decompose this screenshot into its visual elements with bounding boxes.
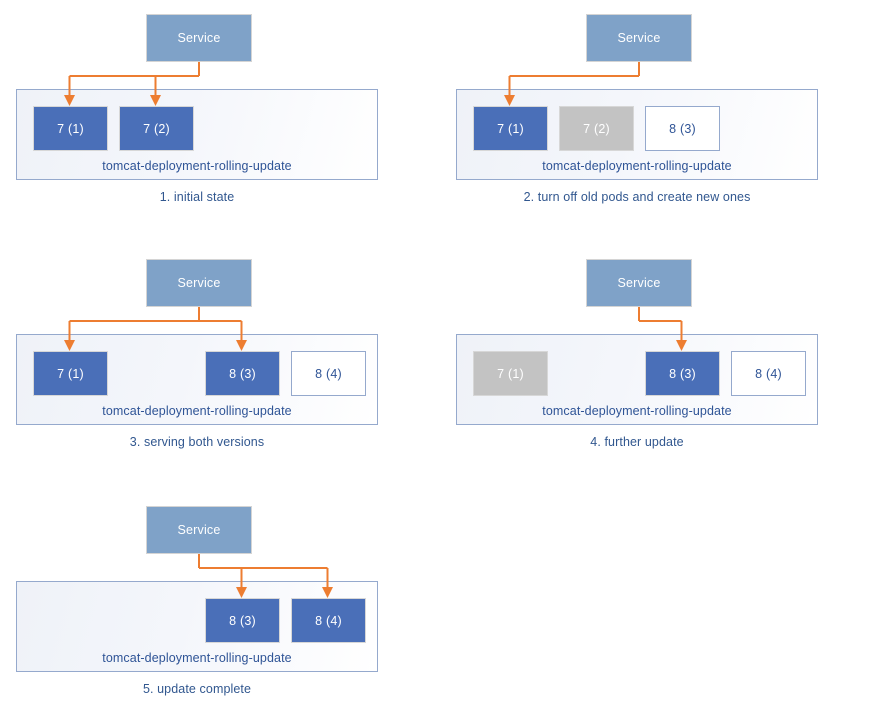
service-label: Service — [617, 31, 661, 45]
pod-box: 8 (3) — [205, 351, 280, 396]
service-box: Service — [146, 259, 252, 307]
deployment-box: 8 (3) 8 (4) tomcat-deployment-rolling-upda… — [16, 581, 378, 672]
deployment-box: 7 (1) 8 (3) 8 (4) tomcat-deployment-rolling… — [16, 334, 378, 425]
service-label: Service — [617, 276, 661, 290]
deployment-label: tomcat-deployment-rolling-update — [542, 159, 732, 173]
service-label: Service — [177, 276, 221, 290]
pod-box: 8 (4) — [731, 351, 806, 396]
service-box: Service — [146, 14, 252, 62]
pod-box: 7 (1) — [33, 106, 108, 151]
pod-box: 8 (4) — [291, 598, 366, 643]
pod-label: 8 (4) — [755, 366, 782, 381]
pod-row: 7 (1) 8 (3) 8 (4) — [17, 335, 379, 397]
service-box: Service — [146, 506, 252, 554]
pod-label: 8 (3) — [229, 366, 256, 381]
diagram-panel: Service 7 (1) 7 (2) tomcat-deployment-rolli… — [16, 0, 416, 218]
pod-label: 8 (3) — [669, 366, 696, 381]
pod-label: 8 (4) — [315, 366, 342, 381]
pod-label: 8 (3) — [669, 121, 696, 136]
diagram-panel: Service 7 (1) 7 (2) 8 (3) tomcat-deployment-… — [456, 0, 856, 218]
deployment-label: tomcat-deployment-rolling-update — [542, 404, 732, 418]
pod-label: 7 (2) — [143, 121, 170, 136]
panel-caption: 4. further update — [590, 435, 684, 449]
pod-row: 7 (1) 8 (3) 8 (4) — [457, 335, 819, 397]
pod-row: 7 (1) 7 (2) — [17, 90, 379, 152]
pod-box: 7 (1) — [473, 351, 548, 396]
pod-label: 8 (4) — [315, 613, 342, 628]
diagram-panel: Service 7 (1) 8 (3) 8 (4) tomcat-deployment-… — [16, 245, 416, 463]
pod-box: 8 (4) — [291, 351, 366, 396]
pod-row: 7 (1) 7 (2) 8 (3) — [457, 90, 819, 152]
pod-box: 7 (2) — [559, 106, 634, 151]
diagram-panel: Service 8 (3) 8 (4) tomcat-deployment-rolli… — [16, 492, 416, 710]
pod-label: 7 (1) — [57, 121, 84, 136]
panel-caption: 2. turn off old pods and create new ones — [523, 190, 751, 204]
deployment-label: tomcat-deployment-rolling-update — [102, 159, 292, 173]
service-box: Service — [586, 259, 692, 307]
service-box: Service — [586, 14, 692, 62]
panel-caption: 3. serving both versions — [129, 435, 265, 449]
pod-row: 8 (3) 8 (4) — [17, 582, 379, 644]
panel-caption: 1. initial state — [159, 190, 235, 204]
pod-box: 8 (3) — [645, 351, 720, 396]
panel-caption: 5. update complete — [142, 682, 252, 696]
pod-box: 7 (1) — [33, 351, 108, 396]
deployment-box: 7 (1) 7 (2) tomcat-deployment-rolling-upda… — [16, 89, 378, 180]
pod-box: 8 (3) — [205, 598, 280, 643]
pod-box: 8 (3) — [645, 106, 720, 151]
pod-box: 7 (2) — [119, 106, 194, 151]
deployment-box: 7 (1) 7 (2) 8 (3) tomcat-deployment-rolling… — [456, 89, 818, 180]
pod-label: 8 (3) — [229, 613, 256, 628]
deployment-label: tomcat-deployment-rolling-update — [102, 404, 292, 418]
pod-label: 7 (2) — [583, 121, 610, 136]
pod-box: 7 (1) — [473, 106, 548, 151]
pod-label: 7 (1) — [57, 366, 84, 381]
deployment-box: 7 (1) 8 (3) 8 (4) tomcat-deployment-rolling… — [456, 334, 818, 425]
service-label: Service — [177, 523, 221, 537]
diagram-panel: Service 7 (1) 8 (3) 8 (4) tomcat-deployment-… — [456, 245, 856, 463]
pod-label: 7 (1) — [497, 121, 524, 136]
pod-label: 7 (1) — [497, 366, 524, 381]
service-label: Service — [177, 31, 221, 45]
deployment-label: tomcat-deployment-rolling-update — [102, 651, 292, 665]
